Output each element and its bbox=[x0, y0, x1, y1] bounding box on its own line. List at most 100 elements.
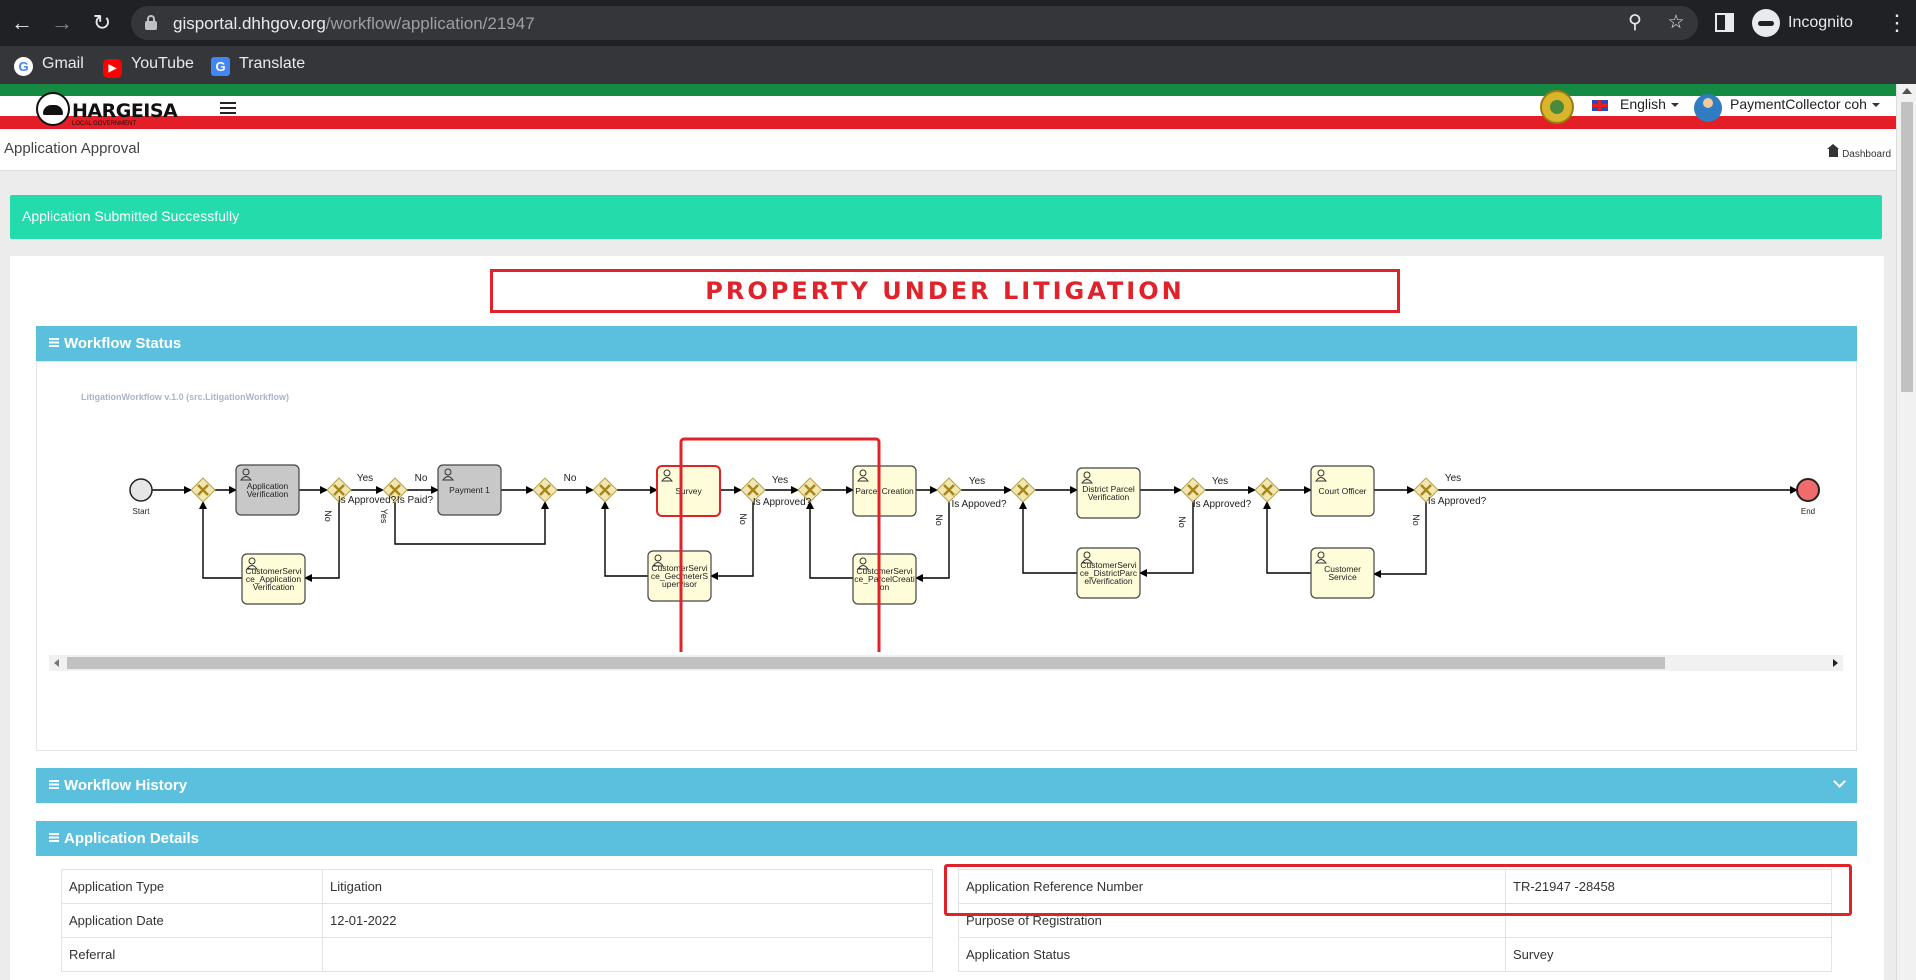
task-label: Payment 1 bbox=[449, 485, 490, 495]
task-label: Customer bbox=[1324, 564, 1361, 574]
gateway-2 bbox=[326, 477, 352, 503]
breadcrumb[interactable]: Dashboard bbox=[1827, 144, 1891, 160]
page-viewport: HARGEISA LOCAL GOVERNMENT English Paymen… bbox=[0, 84, 1896, 980]
workflow-history-header[interactable]: Workflow History bbox=[36, 768, 1857, 803]
scroll-thumb[interactable] bbox=[67, 657, 1665, 669]
sequence-flow bbox=[1139, 502, 1194, 577]
task-label: Survey bbox=[675, 486, 702, 496]
zoom-icon[interactable]: ⚲ bbox=[1628, 12, 1642, 33]
user-task-icon bbox=[857, 469, 869, 482]
user-task-icon bbox=[442, 468, 454, 481]
task-parcel-creation[interactable]: Parcel Creation bbox=[852, 465, 917, 517]
hargeisa-logo[interactable]: HARGEISA LOCAL GOVERNMENT bbox=[36, 88, 178, 128]
user-avatar[interactable] bbox=[1694, 94, 1722, 122]
edge-label-vertical: No bbox=[1177, 516, 1187, 528]
task-label: CustomerServi bbox=[856, 566, 912, 576]
url-path: /workflow/application/21947 bbox=[325, 14, 535, 33]
row-value: TR-21947 -28458 bbox=[1505, 869, 1832, 904]
success-alert: Application Submitted Successfully bbox=[10, 195, 1882, 239]
bookmark-star-icon[interactable]: ☆ bbox=[1667, 12, 1685, 33]
gateway-5 bbox=[592, 477, 618, 503]
task-label: elVerification bbox=[1084, 576, 1132, 586]
edge-label-yes: Yes bbox=[357, 473, 373, 484]
language-dropdown[interactable]: English bbox=[1620, 96, 1679, 112]
chevron-down-icon[interactable] bbox=[1833, 775, 1846, 788]
sequence-flow bbox=[394, 501, 549, 545]
edge-label-is-appoved: Is Appoved? bbox=[951, 499, 1006, 510]
user-task-icon bbox=[240, 468, 252, 481]
user-menu[interactable]: PaymentCollector coh bbox=[1730, 96, 1880, 112]
user-name: PaymentCollector coh bbox=[1730, 96, 1867, 112]
task-label: on bbox=[880, 582, 890, 592]
task-label: Verification bbox=[1088, 492, 1130, 502]
sequence-flow bbox=[304, 502, 340, 582]
start-event bbox=[129, 478, 153, 502]
reference-number-highlight bbox=[944, 864, 1852, 916]
scroll-right-icon[interactable] bbox=[1833, 659, 1838, 667]
task-label: Service bbox=[1328, 572, 1357, 582]
gateway-4 bbox=[532, 477, 558, 503]
task-label: Verification bbox=[247, 489, 289, 499]
task-payment[interactable]: Payment 1 bbox=[437, 464, 502, 516]
scroll-left-icon[interactable] bbox=[54, 659, 59, 667]
table-row: Purpose of Registration bbox=[958, 903, 1832, 938]
row-label: Purpose of Registration bbox=[958, 903, 1506, 938]
task-survey[interactable]: Survey bbox=[656, 465, 721, 517]
url-text[interactable]: gisportal.dhhgov.org/workflow/applicatio… bbox=[173, 14, 535, 34]
user-task-icon bbox=[1081, 471, 1093, 484]
survey-highlight bbox=[679, 437, 881, 652]
caret-down-icon bbox=[1670, 103, 1679, 107]
application-details-header[interactable]: Application Details bbox=[36, 821, 1857, 856]
forward-arrow-icon[interactable]: → bbox=[51, 10, 73, 35]
government-seal-icon bbox=[1540, 90, 1574, 124]
row-label: Application Status bbox=[958, 937, 1506, 972]
task-cs-district[interactable]: CustomerService_DistrictParcelVerificati… bbox=[1076, 547, 1141, 599]
gateway-10 bbox=[1180, 477, 1206, 503]
task-court-officer[interactable]: Court Officer bbox=[1310, 465, 1375, 517]
logo-emblem-icon bbox=[36, 92, 70, 126]
gateway-7 bbox=[797, 477, 823, 503]
sequence-flow bbox=[199, 501, 242, 579]
hamburger-menu-icon[interactable] bbox=[220, 102, 236, 114]
page-scrollbar[interactable] bbox=[1896, 84, 1916, 980]
logo-subtext: LOCAL GOVERNMENT bbox=[72, 121, 137, 127]
address-bar[interactable]: gisportal.dhhgov.org/workflow/applicatio… bbox=[131, 6, 1698, 40]
gateway-8 bbox=[936, 477, 962, 503]
side-panel-icon[interactable] bbox=[1715, 13, 1734, 32]
task-label: Court Officer bbox=[1318, 486, 1366, 496]
browser-menu-icon[interactable]: ⋮ bbox=[1886, 10, 1908, 35]
gateway-12 bbox=[1413, 477, 1439, 503]
panel-title: Workflow History bbox=[64, 777, 188, 794]
user-task-icon bbox=[1315, 469, 1327, 482]
lock-icon[interactable] bbox=[145, 15, 157, 30]
workflow-status-header[interactable]: Workflow Status bbox=[36, 326, 1857, 361]
task-label: District Parcel bbox=[1082, 484, 1135, 494]
page-scroll-thumb[interactable] bbox=[1901, 102, 1913, 392]
row-value: 12-01-2022 bbox=[322, 903, 933, 938]
caret-down-icon bbox=[1871, 103, 1880, 107]
scroll-up-icon[interactable] bbox=[1902, 88, 1912, 94]
task-label: Verification bbox=[253, 582, 295, 592]
back-arrow-icon[interactable]: ← bbox=[11, 10, 33, 35]
language-label: English bbox=[1620, 96, 1666, 112]
edge-label-no: No bbox=[415, 473, 428, 484]
incognito-profile[interactable]: Incognito bbox=[1752, 9, 1902, 37]
reload-icon[interactable]: ↻ bbox=[92, 10, 112, 35]
edge-label-vertical: No bbox=[1411, 514, 1421, 526]
diagram-scrollbar[interactable] bbox=[49, 655, 1843, 671]
bookmark-youtube[interactable]: ▶YouTube bbox=[103, 55, 194, 78]
list-icon bbox=[49, 780, 59, 789]
list-icon bbox=[49, 338, 59, 347]
edge-label-no: No bbox=[564, 473, 577, 484]
row-value bbox=[322, 937, 933, 972]
